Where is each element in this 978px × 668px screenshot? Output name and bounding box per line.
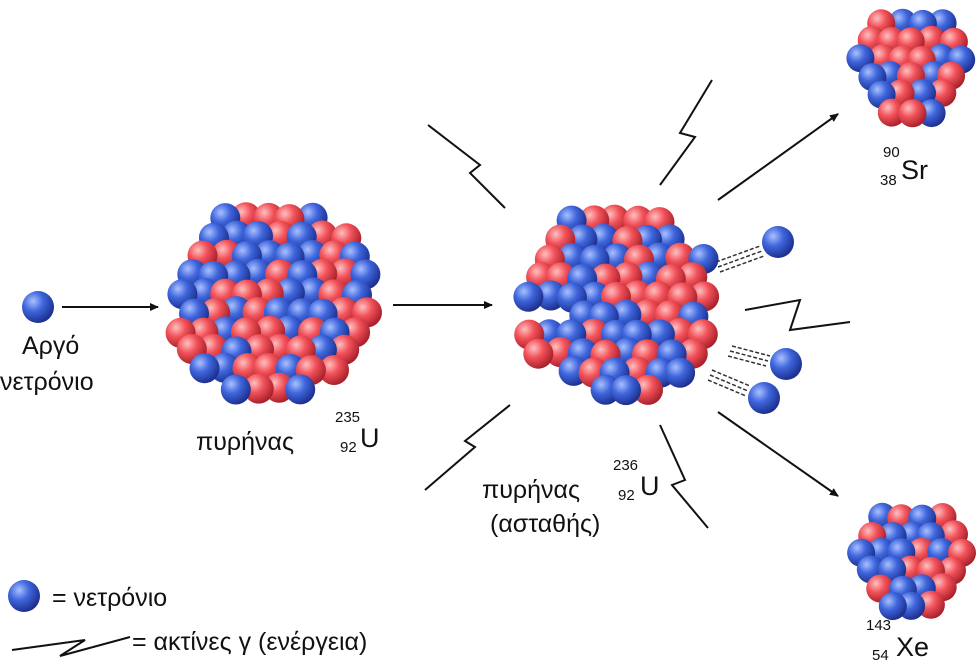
- proton: [523, 338, 554, 369]
- gamma-ray-icon: [744, 298, 851, 332]
- legend-gamma-icon: [11, 636, 131, 657]
- gamma-ray-icon: [659, 424, 709, 529]
- xe-isotope: 143 54 Xe: [866, 618, 946, 668]
- u236-nucleus: [513, 204, 720, 406]
- neutron: [189, 353, 220, 384]
- u235-nucleus: [165, 202, 382, 405]
- neutron: [611, 375, 641, 406]
- emitted-neutron: [715, 226, 794, 273]
- slow-neutron: [22, 291, 54, 323]
- sr-symbol: Sr: [901, 155, 928, 185]
- u236-isotope: 236 92 U: [608, 458, 668, 508]
- proton: [898, 99, 927, 128]
- u236-atomic-number: 92: [618, 487, 635, 504]
- arrow-to-xe: [717, 411, 839, 497]
- u235-label: πυρήνας: [196, 428, 295, 456]
- proton: [633, 374, 663, 405]
- sr-mass-number: 90: [883, 144, 900, 161]
- u235-isotope: 235 92 U: [330, 410, 390, 460]
- slow-neutron-label-line1: Αργό: [22, 332, 80, 360]
- emitted-neutron: [707, 369, 780, 414]
- emitted-neutron: [727, 345, 802, 380]
- proton: [319, 355, 349, 385]
- sr-atomic-number: 38: [880, 172, 897, 189]
- u236-mass-number: 236: [613, 457, 639, 474]
- gamma-ray-icon: [424, 404, 511, 491]
- u235-mass-number: 235: [335, 409, 361, 426]
- proton: [916, 590, 945, 619]
- proton: [877, 98, 906, 127]
- slow-neutron-label-line2: νετρόνιο: [0, 368, 94, 396]
- u236-symbol: U: [640, 471, 660, 501]
- u235-symbol: U: [360, 423, 380, 453]
- legend-neutron-text: = νετρόνιο: [52, 584, 168, 612]
- gamma-ray-icon: [659, 79, 713, 186]
- xe-mass-number: 143: [866, 617, 892, 634]
- sr-nucleus: [846, 8, 976, 128]
- xe-atomic-number: 54: [872, 647, 889, 664]
- sr-isotope: 90 38 Sr: [875, 145, 945, 195]
- u236-unstable-note: (ασταθής): [490, 510, 601, 538]
- neutron: [513, 281, 544, 312]
- xe-symbol: Xe: [896, 632, 930, 662]
- arrow-to-sr: [717, 113, 839, 201]
- legend-neutron-icon: [8, 580, 40, 612]
- gamma-ray-icon: [427, 124, 506, 209]
- legend-gamma-text: = ακτίνες γ (ενέργεια): [132, 628, 368, 656]
- neutron: [878, 592, 907, 621]
- u236-label: πυρήνας: [482, 476, 581, 504]
- xe-nucleus: [847, 502, 976, 621]
- proton: [243, 373, 274, 404]
- u235-atomic-number: 92: [340, 439, 357, 456]
- neutron: [220, 374, 251, 405]
- neutron: [285, 374, 316, 405]
- neutron: [665, 357, 696, 388]
